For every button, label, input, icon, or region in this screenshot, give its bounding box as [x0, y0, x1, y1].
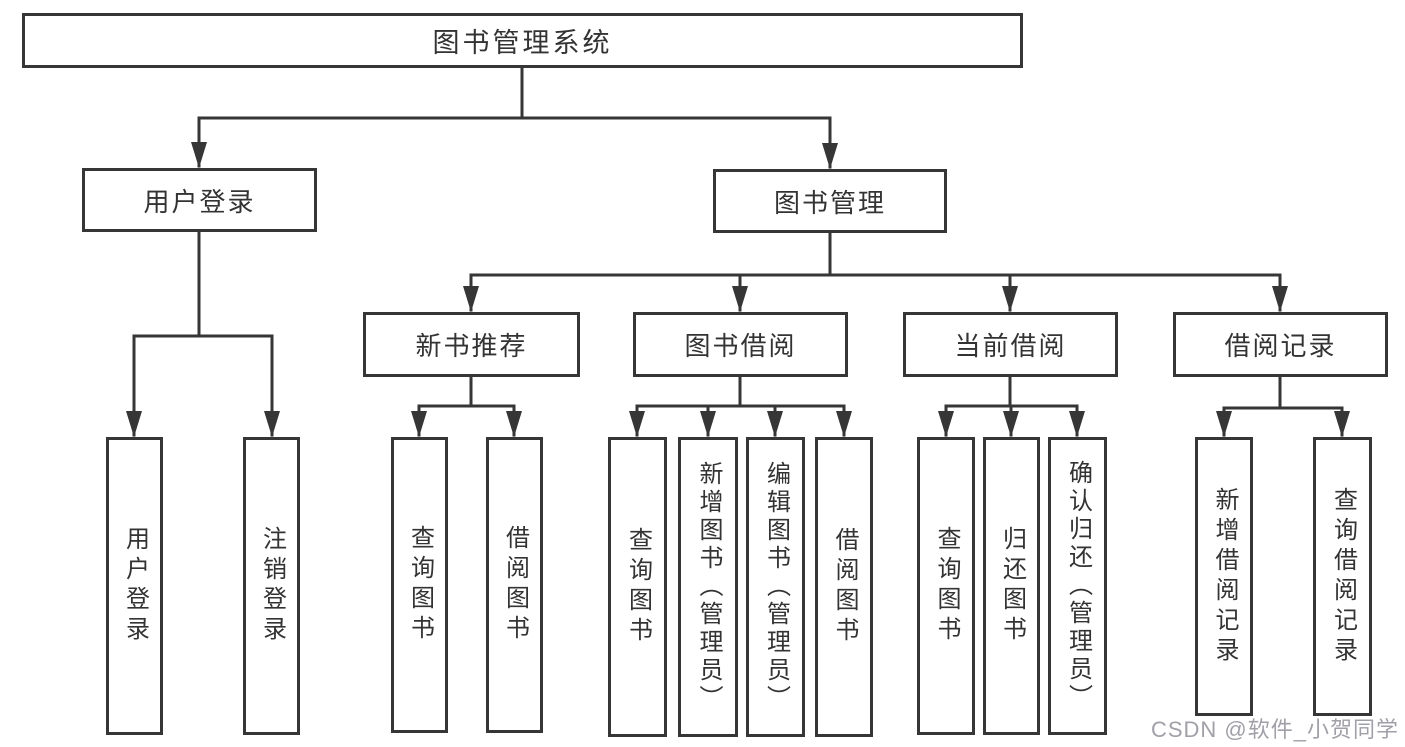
node-user-login: 用户登录 [82, 168, 317, 232]
leaf-add-book-admin: 新增图书（管理员） [678, 437, 738, 737]
leaf-confirm-return-admin: 确认归还（管理员） [1048, 437, 1107, 735]
leaf-query-borrow-record: 查询借阅记录 [1313, 437, 1372, 716]
node-new-book-recommend: 新书推荐 [363, 312, 580, 377]
leaf-edit-book-admin: 编辑图书（管理员） [746, 437, 805, 737]
leaf-borrow-books-recommend: 借阅图书 [486, 437, 543, 733]
leaf-user-login: 用户登录 [106, 437, 163, 735]
leaf-query-books-current: 查询图书 [917, 437, 975, 735]
leaf-label: 编辑图书（管理员） [762, 461, 790, 713]
node-current-borrowing: 当前借阅 [903, 312, 1118, 377]
node-borrowing-records: 借阅记录 [1173, 312, 1388, 377]
node-library-management-system: 图书管理系统 [22, 13, 1023, 68]
arrowheads [126, 142, 1350, 437]
leaf-label: 查询图书 [933, 526, 960, 646]
leaf-query-books-recommend: 查询图书 [391, 437, 448, 733]
leaf-label: 查询图书 [624, 527, 652, 647]
leaf-label: 确认归还（管理员） [1064, 460, 1092, 712]
leaf-label: 借阅图书 [831, 527, 858, 647]
leaf-label: 新增图书（管理员） [695, 461, 722, 713]
leaf-label: 新增借阅记录 [1211, 486, 1238, 667]
leaf-label: 注销登录 [258, 526, 286, 646]
node-label: 图书管理 [773, 187, 886, 218]
node-label: 图书管理系统 [432, 28, 613, 58]
leaf-add-borrow-record: 新增借阅记录 [1195, 437, 1253, 716]
node-label: 新书推荐 [415, 331, 528, 361]
leaf-logout: 注销登录 [243, 437, 300, 735]
leaf-label: 借阅图书 [501, 525, 529, 645]
leaf-label: 用户登录 [121, 526, 149, 646]
leaf-label: 查询借阅记录 [1329, 486, 1357, 667]
leaf-label: 查询图书 [406, 525, 434, 645]
watermark: CSDN @软件_小贺同学 [1150, 717, 1399, 742]
node-label: 当前借阅 [954, 331, 1067, 361]
node-label: 图书借阅 [684, 331, 797, 361]
leaf-return-book: 归还图书 [983, 437, 1040, 735]
connector-path [132, 66, 1344, 437]
node-book-borrowing: 图书借阅 [633, 312, 848, 377]
leaf-query-books-borrow: 查询图书 [608, 437, 667, 737]
leaf-label: 归还图书 [998, 526, 1026, 646]
node-label: 用户登录 [143, 186, 256, 217]
leaf-borrow-books: 借阅图书 [815, 437, 873, 737]
node-label: 借阅记录 [1224, 331, 1337, 361]
node-book-management: 图书管理 [713, 169, 947, 233]
